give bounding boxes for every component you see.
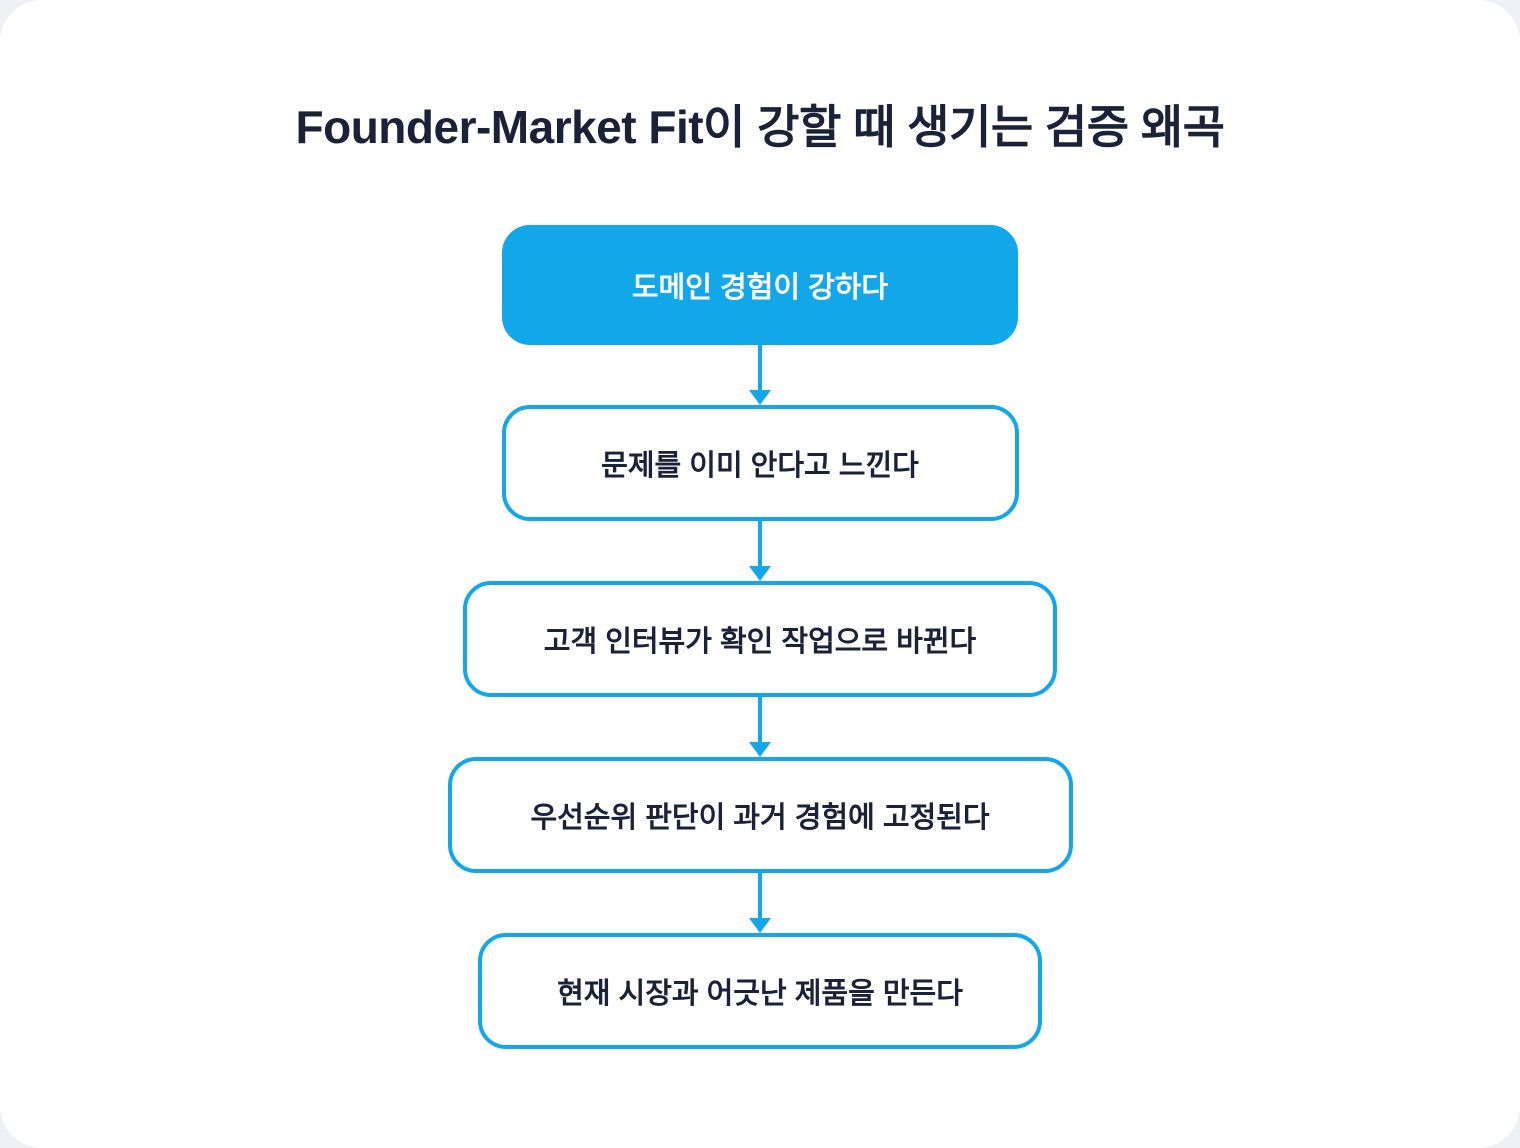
- arrowhead-down-icon: [749, 918, 771, 934]
- page-title: Founder-Market Fit이 강할 때 생기는 검증 왜곡: [295, 101, 1225, 153]
- arrow-line: [758, 873, 762, 919]
- arrow-n3-n4: [749, 697, 771, 758]
- flow-node-domain-experience: 도메인 경험이 강하다: [502, 225, 1018, 346]
- flowchart: 도메인 경험이 강하다 문제를 이미 안다고 느낀다 고객 인터뷰가 확인 작업…: [447, 225, 1073, 1050]
- flow-node-priorities-fixed-on-past: 우선순위 판단이 과거 경험에 고정된다: [447, 757, 1073, 874]
- arrow-n2-n3: [749, 521, 771, 582]
- arrow-line: [758, 521, 762, 567]
- arrow-line: [758, 345, 762, 391]
- arrowhead-down-icon: [749, 390, 771, 406]
- flow-node-interview-becomes-confirmation: 고객 인터뷰가 확인 작업으로 바뀐다: [463, 581, 1057, 698]
- flow-node-already-know-problem: 문제를 이미 안다고 느낀다: [501, 405, 1019, 522]
- arrowhead-down-icon: [749, 566, 771, 582]
- arrow-n1-n2: [749, 345, 771, 406]
- arrow-n4-n5: [749, 873, 771, 934]
- arrow-line: [758, 697, 762, 743]
- arrowhead-down-icon: [749, 742, 771, 758]
- flow-node-misaligned-product: 현재 시장과 어긋난 제품을 만든다: [478, 933, 1042, 1050]
